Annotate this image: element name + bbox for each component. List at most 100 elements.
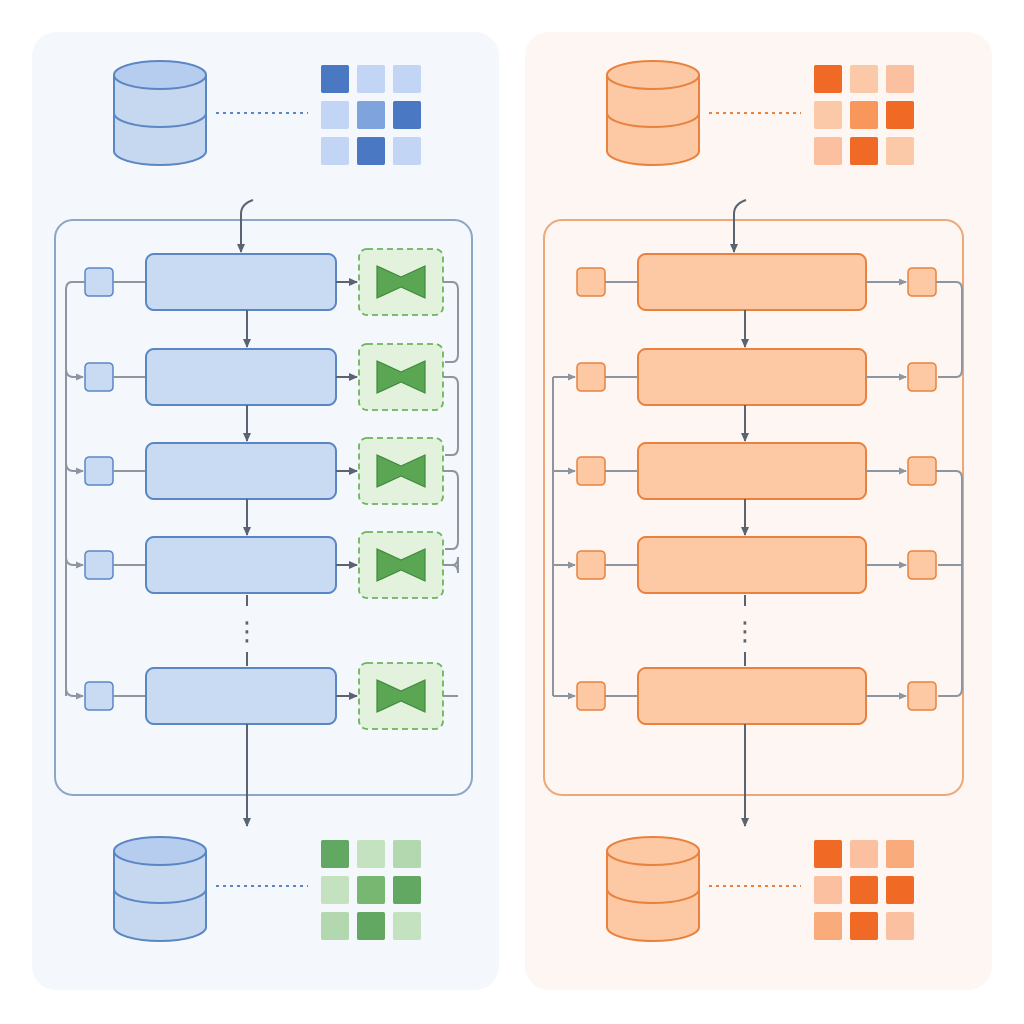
grid-cell (357, 137, 385, 165)
grid-cell (850, 137, 878, 165)
transformer-layer-block (637, 348, 867, 406)
output-token-grid (814, 840, 914, 940)
panel-background (32, 32, 499, 990)
rail-branch (65, 687, 84, 700)
rail-branch (65, 462, 84, 475)
database-body (606, 850, 700, 942)
input-tap-square (576, 550, 606, 580)
grid-cell (886, 101, 914, 129)
output-token-grid (321, 840, 421, 940)
transformer-layer-block (145, 536, 337, 594)
bowtie-icon (376, 454, 426, 488)
grid-cell (393, 137, 421, 165)
grid-cell (850, 876, 878, 904)
layer-row (576, 348, 937, 442)
layer-row (84, 531, 444, 599)
model-container (54, 219, 473, 796)
grid-cell (850, 912, 878, 940)
input-database (113, 60, 207, 166)
input-tap-square (576, 456, 606, 486)
layer-row (576, 442, 937, 536)
input-token-grid (814, 65, 914, 165)
grid-cell (357, 101, 385, 129)
grid-cell (393, 840, 421, 868)
layer-row (576, 536, 937, 594)
transformer-layer-block (637, 536, 867, 594)
input-database (606, 60, 700, 166)
output-tap-square (907, 550, 937, 580)
input-tap-square (84, 362, 114, 392)
grid-cell (357, 840, 385, 868)
input-token-grid (321, 65, 421, 165)
layer-row (576, 253, 937, 348)
grid-cell (814, 876, 842, 904)
input-tap-square (84, 681, 114, 711)
bowtie-icon (376, 679, 426, 713)
left-rail (65, 281, 85, 696)
grid-cell (321, 876, 349, 904)
adapter-link (443, 281, 459, 363)
grid-cell (321, 912, 349, 940)
grid-cell (393, 101, 421, 129)
output-tap-square (907, 681, 937, 711)
output-database (606, 836, 700, 942)
panel-right: ⋮ (525, 32, 992, 990)
grid-cell (357, 65, 385, 93)
bowtie-icon (376, 548, 426, 582)
input-tap-square (84, 550, 114, 580)
grid-cell (814, 101, 842, 129)
input-tap-square (576, 267, 606, 297)
grid-cell (886, 840, 914, 868)
grid-cell (814, 137, 842, 165)
layer-row (84, 662, 444, 730)
rail-branch (65, 556, 84, 569)
bowtie-icon (376, 265, 426, 299)
output-tap-square (907, 362, 937, 392)
output-tap-square (907, 456, 937, 486)
input-tap-square (84, 456, 114, 486)
grid-cell (850, 65, 878, 93)
input-tap-square (576, 681, 606, 711)
input-arrow (730, 199, 747, 253)
bowtie-icon (376, 360, 426, 394)
database-ring (113, 888, 207, 904)
database-body (113, 850, 207, 942)
grid-cell (321, 137, 349, 165)
grid-cell (393, 912, 421, 940)
grid-cell (814, 65, 842, 93)
grid-cell (393, 65, 421, 93)
grid-cell (321, 101, 349, 129)
grid-cell (393, 876, 421, 904)
ellipsis-dots: ⋮ (732, 617, 758, 647)
grid-cell (886, 876, 914, 904)
panel-background (525, 32, 992, 990)
database-top (113, 60, 207, 90)
grid-cell (886, 65, 914, 93)
ellipsis-dots: ⋮ (234, 617, 260, 647)
tap-link-right (936, 470, 963, 697)
input-arrow (237, 199, 254, 253)
input-tap-square (84, 267, 114, 297)
grid-cell (886, 137, 914, 165)
grid-cell (814, 840, 842, 868)
adapter-link (443, 470, 459, 550)
grid-cell (850, 101, 878, 129)
tap-link-right (936, 281, 963, 378)
adapter-link (443, 556, 459, 574)
database-body (606, 74, 700, 166)
grid-cell (321, 840, 349, 868)
database-ring (606, 112, 700, 128)
grid-cell (357, 876, 385, 904)
rail-branch (65, 368, 84, 381)
database-ring (113, 112, 207, 128)
layer-row (576, 667, 937, 725)
transformer-layer-block (145, 348, 337, 406)
transformer-layer-block (145, 253, 337, 311)
database-top (113, 836, 207, 866)
output-database (113, 836, 207, 942)
grid-cell (850, 840, 878, 868)
adapter-link (443, 376, 459, 456)
grid-cell (814, 912, 842, 940)
database-ring (606, 888, 700, 904)
transformer-layer-block (637, 442, 867, 500)
